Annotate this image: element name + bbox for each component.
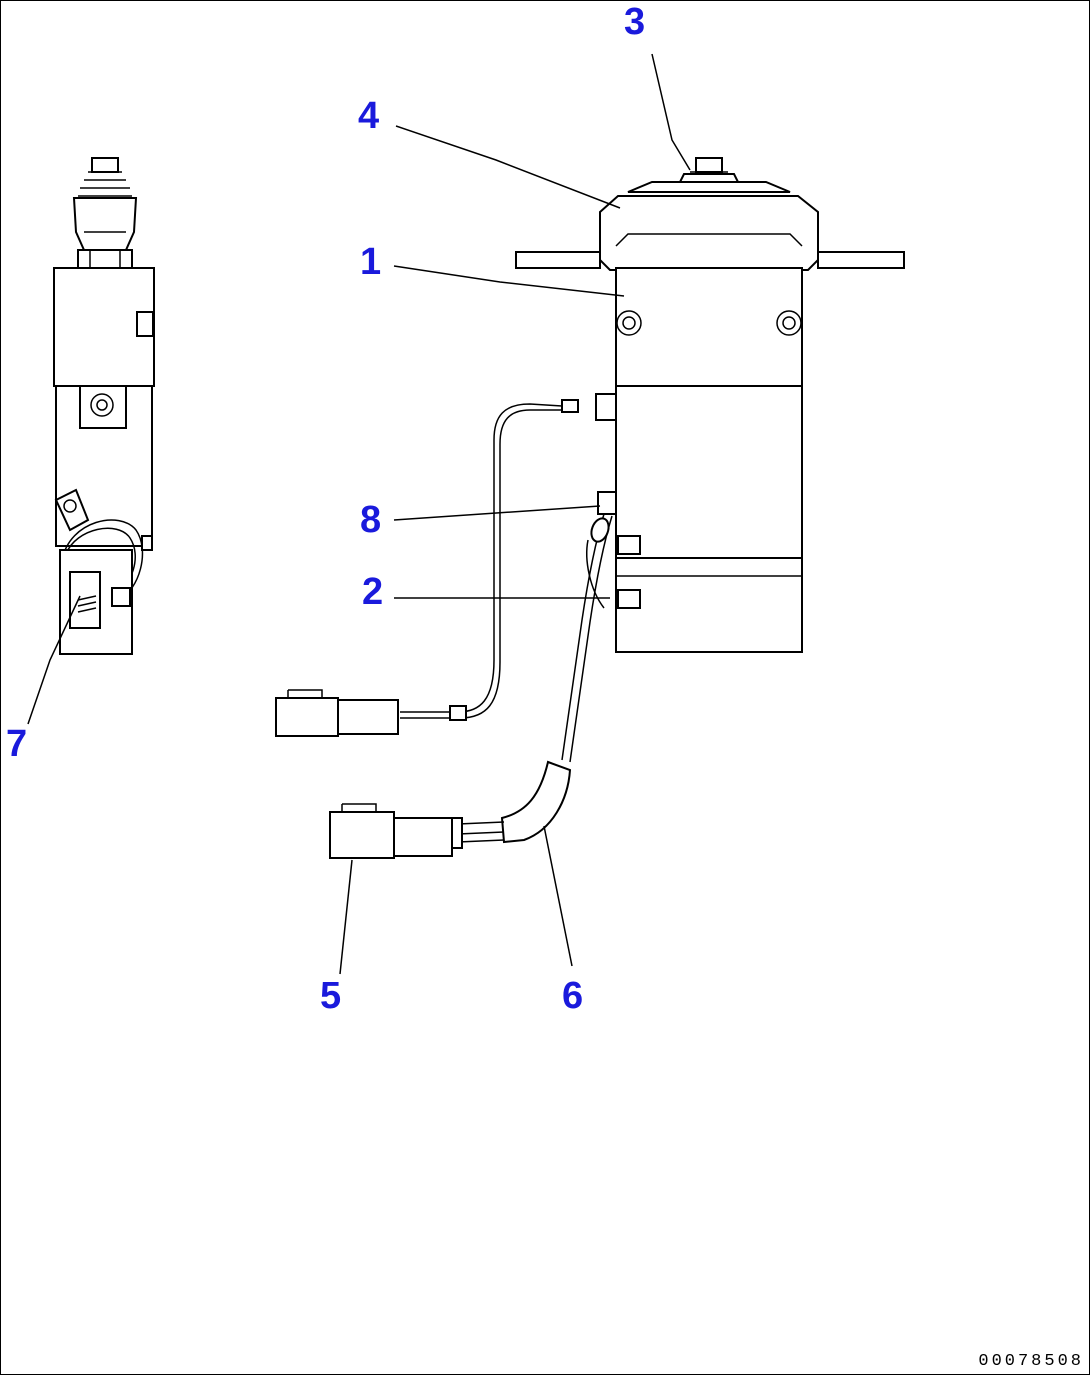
callout-numbers: 3 4 1 8 2 7 5 6 — [6, 1, 645, 1017]
boot — [599, 195, 819, 271]
callout-5: 5 — [320, 975, 341, 1017]
lower-connector-housing — [329, 811, 395, 859]
callout-4: 4 — [358, 95, 379, 137]
leader-lines — [27, 53, 691, 975]
upper-connector-housing — [275, 697, 339, 737]
sleeve — [500, 760, 572, 844]
knob — [695, 157, 723, 173]
callout-8: 8 — [360, 499, 381, 541]
callout-6: 6 — [562, 975, 583, 1017]
callout-7: 7 — [6, 723, 27, 765]
callout-2: 2 — [362, 571, 383, 613]
callout-1: 1 — [360, 241, 381, 283]
clip — [597, 491, 617, 515]
front-view-assembly — [515, 157, 905, 653]
drawing-code: 00078508 — [978, 1352, 1084, 1371]
lower-harness — [329, 513, 613, 859]
lever-body — [615, 267, 803, 387]
callout-3: 3 — [624, 1, 645, 43]
side-view-assembly — [53, 157, 155, 655]
upper-harness — [275, 403, 563, 737]
